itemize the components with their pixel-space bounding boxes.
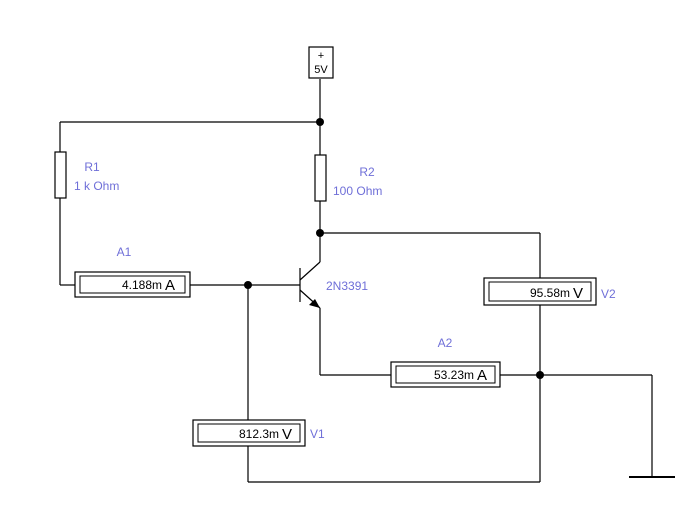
ammeter-a2-reading: 53.23m	[434, 368, 474, 382]
resistor-r2-name: R2	[359, 165, 375, 179]
resistor-r2[interactable]: R2 100 Ohm	[314, 154, 382, 202]
voltmeter-v2-name: V2	[601, 287, 616, 301]
junction-dots	[244, 118, 544, 379]
resistor-r1[interactable]: R1 1 k Ohm	[54, 151, 119, 199]
voltmeter-v1-unit: V	[282, 426, 292, 443]
resistor-r2-value: 100 Ohm	[333, 184, 382, 198]
ammeter-a1-reading: 4.188m	[122, 278, 162, 292]
source-label: 5V	[314, 64, 328, 76]
voltmeter-v1-reading: 812.3m	[239, 427, 279, 441]
ammeter-a1-name: A1	[117, 245, 132, 259]
wires	[59, 79, 653, 483]
ammeter-a2-unit: A	[477, 367, 487, 384]
junction-dot	[316, 118, 324, 126]
resistor-r1-name: R1	[84, 160, 100, 174]
voltmeter-v2-reading: 95.58m	[530, 286, 570, 300]
npn-transistor[interactable]: 2N3391	[299, 261, 368, 309]
ammeter-a2[interactable]: A2 53.23m A	[390, 336, 501, 388]
ammeter-a1[interactable]: A1 4.188m A	[74, 245, 191, 298]
ammeter-a1-unit: A	[165, 277, 175, 294]
voltmeter-v2-unit: V	[573, 285, 583, 302]
transistor-label: 2N3391	[326, 279, 368, 293]
source-polarity: +	[318, 50, 324, 62]
junction-dot	[536, 371, 544, 379]
junction-dot	[244, 281, 252, 289]
voltmeter-v1[interactable]: 812.3m V V1	[192, 419, 325, 447]
voltmeter-v2[interactable]: 95.58m V V2	[483, 277, 616, 306]
voltage-source[interactable]: + 5V	[308, 46, 334, 79]
voltmeter-v1-name: V1	[310, 427, 325, 441]
ammeter-a2-name: A2	[438, 336, 453, 350]
junction-dot	[316, 229, 324, 237]
emitter-arrow-icon	[309, 299, 320, 308]
resistor-r1-value: 1 k Ohm	[74, 179, 119, 193]
